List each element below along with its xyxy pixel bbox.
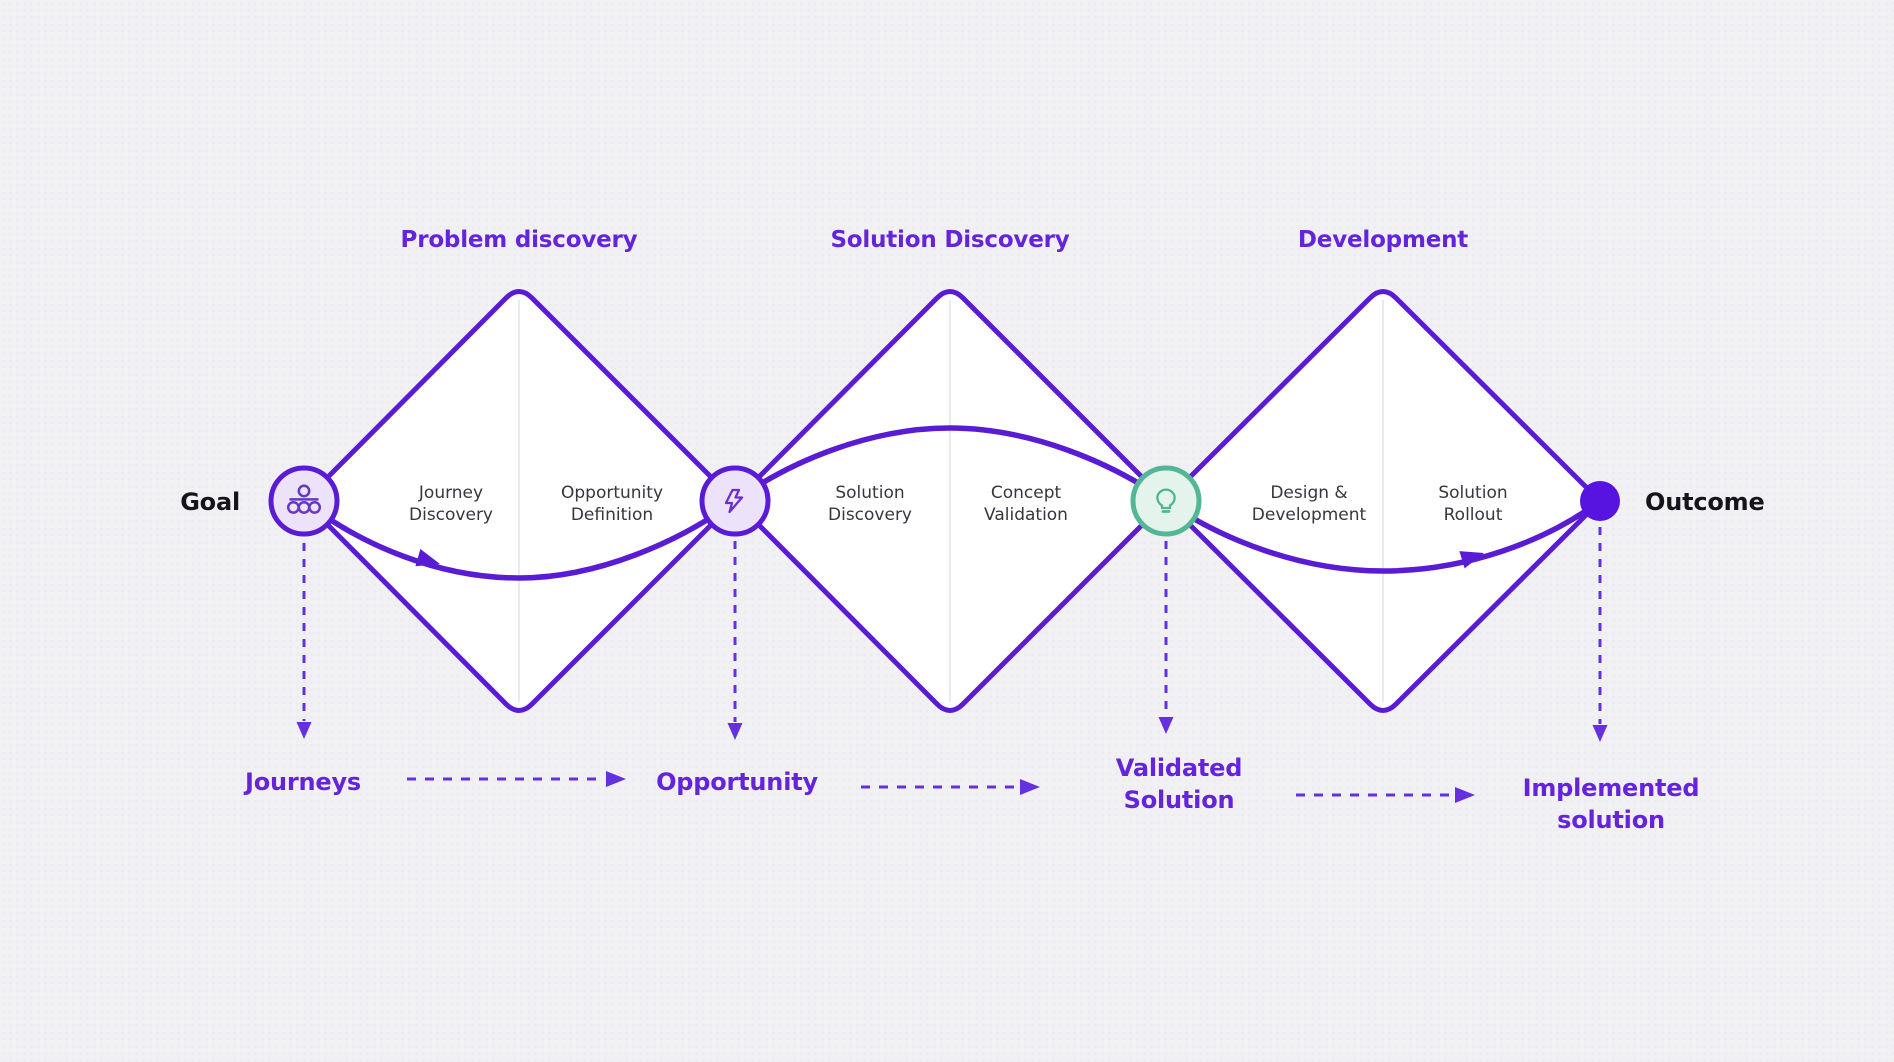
- curve-arrowhead: [415, 549, 440, 567]
- half-label-line: Concept: [990, 483, 1062, 503]
- half-label-solution-rollout: Solution Rollout: [1388, 482, 1558, 526]
- bolt-icon: [724, 488, 744, 514]
- half-label-line: Discovery: [828, 505, 912, 525]
- half-label-line: Solution: [1438, 483, 1508, 503]
- milestone-validated-solution: Validated Solution: [1029, 752, 1329, 816]
- half-label-line: Development: [1251, 505, 1367, 525]
- half-label-line: Validation: [984, 505, 1068, 525]
- milestone-implemented-solution: Implemented solution: [1461, 772, 1761, 836]
- validated-solution-node: [1130, 465, 1202, 537]
- phase-title-problem-discovery: Problem discovery: [400, 227, 638, 253]
- half-label-journey-discovery: Journey Discovery: [366, 482, 536, 526]
- curve-arrowhead: [1459, 551, 1484, 569]
- milestone-line: solution: [1557, 806, 1665, 834]
- milestone-line: Solution: [1123, 786, 1235, 814]
- half-label-line: Opportunity: [560, 483, 664, 503]
- half-label-line: Rollout: [1443, 505, 1503, 525]
- half-label-opportunity-definition: Opportunity Definition: [527, 482, 697, 526]
- milestone-arrowhead: [1020, 779, 1040, 795]
- milestone-line: Journeys: [244, 768, 362, 796]
- half-label-line: Design &: [1270, 483, 1348, 503]
- drop-arrowhead: [1592, 725, 1608, 742]
- journey-icon: [286, 484, 322, 514]
- outcome-node: [1580, 481, 1620, 521]
- phase-title-development: Development: [1297, 227, 1469, 253]
- half-label-concept-validation: Concept Validation: [941, 482, 1111, 526]
- half-label-line: Journey: [418, 483, 484, 503]
- milestone-line: Implemented: [1522, 774, 1700, 802]
- half-label-line: Solution: [835, 483, 905, 503]
- milestone-arrowhead: [606, 771, 626, 787]
- journey-curve: [301, 425, 1603, 581]
- opportunity-node: [699, 465, 771, 537]
- bulb-icon: [1156, 488, 1176, 513]
- milestone-line: Opportunity: [656, 768, 818, 796]
- half-label-design-development: Design & Development: [1224, 482, 1394, 526]
- half-label-line: Discovery: [409, 505, 493, 525]
- drop-arrowhead: [296, 722, 312, 739]
- goal-label: Goal: [180, 488, 240, 516]
- outcome-label: Outcome: [1645, 488, 1765, 516]
- phase-title-solution-discovery: Solution Discovery: [830, 227, 1070, 253]
- milestone-opportunity: Opportunity: [587, 766, 887, 798]
- milestone-line: Validated: [1115, 754, 1243, 782]
- drop-arrowhead: [1158, 717, 1174, 734]
- milestone-journeys: Journeys: [153, 766, 453, 798]
- drop-arrowhead: [727, 723, 743, 740]
- half-label-solution-discovery: Solution Discovery: [785, 482, 955, 526]
- half-label-line: Definition: [570, 505, 654, 525]
- milestone-arrowhead: [1455, 787, 1475, 803]
